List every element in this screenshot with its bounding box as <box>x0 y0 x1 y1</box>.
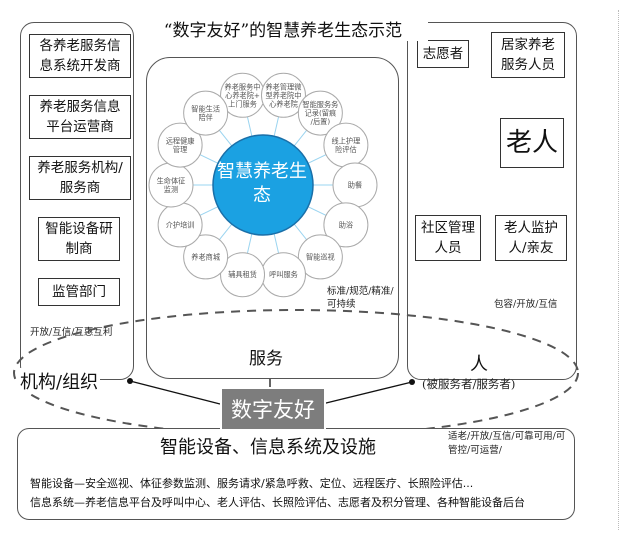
page-edge-line <box>618 10 619 530</box>
right-box-home-care: 居家养老服务人员 <box>491 32 565 78</box>
spoke-label: 呼叫服务 <box>269 270 298 279</box>
hub-label: 智慧养老生态 <box>217 161 307 206</box>
right-panel <box>407 22 577 380</box>
bottom-note: 适老/开放/互信/可靠可用/可管控/可运营/ <box>448 431 566 456</box>
spoke-label: 养老管理微型养老院中心养老院 <box>265 82 301 108</box>
spoke-label: 助浴 <box>339 220 353 229</box>
left-note: 开放/互信/互惠互利 <box>30 327 113 338</box>
spoke-label: 助餐 <box>348 181 362 190</box>
left-box-device-maker: 智能设备研制商 <box>38 217 120 261</box>
right-box-volunteer: 志愿者 <box>417 40 469 68</box>
spoke-node <box>220 252 266 298</box>
center-label: 服务 <box>249 349 283 369</box>
spoke-node <box>183 234 229 280</box>
left-box-institution: 养老服务机构/服务商 <box>29 156 131 200</box>
right-sub: (被服务者/服务者) <box>422 377 516 391</box>
spoke-node <box>297 234 343 280</box>
right-box-guardian: 老人监护人/亲友 <box>495 215 567 261</box>
right-label: 人 <box>470 354 488 375</box>
bottom-line-systems: 信息系统—养老信息平台及呼叫中心、老人评估、长照险评估、志愿者及积分管理、各种智… <box>30 496 525 509</box>
spoke-label: 线上护理险评估 <box>332 136 361 154</box>
spoke-node <box>323 202 369 248</box>
digital-friendly-badge: 数字友好 <box>220 387 326 431</box>
spoke-note: 标准/规范/精准/可持续 <box>327 286 394 310</box>
spoke-node <box>183 90 229 136</box>
bottom-line-devices: 智能设备—安全巡视、体征参数监测、服务请求/紧急呼救、定位、远程医疗、长照险评估… <box>30 477 474 490</box>
spoke-label: 养老服务中心养老院+上门服务 <box>225 82 261 108</box>
spoke-node <box>260 72 306 118</box>
spoke-label: 辅具租赁 <box>228 270 257 279</box>
left-label: 机构/组织 <box>18 368 101 394</box>
hub-circle <box>212 134 314 236</box>
ecosystem-wheel: 养老服务中心养老院+上门服务养老管理微型养老院中心养老院智能服务务记录(留痕/后… <box>148 72 378 298</box>
right-note: 包容/开放/互信 <box>494 299 558 310</box>
spoke-label: 生命体征监测 <box>157 176 186 194</box>
spoke-label: 智能巡视 <box>306 252 335 261</box>
page-title: “数字友好”的智慧养老生态示范 <box>138 16 428 41</box>
left-box-operator: 养老服务信息平台运营商 <box>29 95 131 139</box>
spoke-node <box>297 90 343 136</box>
right-box-elderly: 老人 <box>500 118 564 168</box>
right-box-community: 社区管理人员 <box>415 215 481 261</box>
spoke-label: 养老商城 <box>191 252 220 261</box>
spoke-label: 远程健康管理 <box>166 136 195 154</box>
spoke-node <box>157 122 203 168</box>
spoke-label: 介护培训 <box>166 220 195 229</box>
left-box-regulator: 监管部门 <box>38 278 120 306</box>
bottom-title: 智能设备、信息系统及设施 <box>160 437 376 458</box>
spoke-label: 智能生活陪伴 <box>191 104 220 122</box>
spoke-label: 智能服务务记录(留痕/后置) <box>302 100 338 126</box>
left-panel <box>20 22 134 380</box>
left-box-developer: 各养老服务信息系统开发商 <box>29 34 131 78</box>
